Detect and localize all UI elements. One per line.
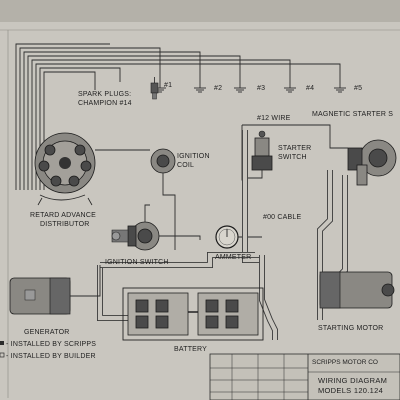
legend-scripps-label: - INSTALLED BY SCRIPPS [6, 341, 96, 348]
magnetic-starter-label: MAGNETIC STARTER S [312, 111, 393, 118]
plug-1-label: #1 [164, 82, 172, 89]
legend: - INSTALLED BY SCRIPPS - INSTALLED BY BU… [0, 341, 96, 360]
ammeter-label: AMMETER [215, 254, 251, 261]
plug-2-label: #2 [214, 85, 222, 92]
ground-symbols [154, 82, 346, 93]
starter-switch-icon [245, 130, 273, 179]
plug-4-label: #4 [306, 85, 314, 92]
spark-plugs-label: SPARK PLUGS: [78, 91, 131, 98]
ignition-coil-label-2: COIL [177, 162, 194, 169]
ignition-switch-label: IGNITION SWITCH [105, 259, 169, 266]
ignition-coil-label-1: IGNITION [177, 153, 210, 160]
cable-00-label: #00 CABLE [263, 214, 302, 221]
spark-plug-icon [150, 77, 159, 100]
legend-builder-label: - INSTALLED BY BUILDER [6, 353, 96, 360]
plug-3-label: #3 [257, 85, 265, 92]
wire-12-label: #12 WIRE [257, 115, 291, 122]
ignition-switch-icon [111, 204, 201, 251]
distributor-label-2: DISTRIBUTOR [40, 221, 90, 228]
spark-plug-leads [15, 43, 341, 190]
ignition-coil-icon [95, 148, 176, 250]
battery-label: BATTERY [174, 346, 207, 353]
starting-motor-label: STARTING MOTOR [318, 325, 383, 332]
distributor-icon [34, 132, 96, 206]
plug-5-label: #5 [354, 85, 362, 92]
distributor-label-1: RETARD ADVANCE [30, 212, 96, 219]
heavy-cables [97, 130, 348, 340]
title-block: SCRIPPS MOTOR CO WIRING DIAGRAM MODELS 1… [209, 353, 400, 400]
battery-icon [122, 287, 264, 341]
generator-label: GENERATOR [24, 329, 70, 336]
title-block-title: WIRING DIAGRAM [318, 376, 387, 385]
starting-motor-icon [319, 271, 395, 309]
title-block-company: SCRIPPS MOTOR CO [312, 359, 378, 366]
title-block-models: MODELS 120.124 [318, 386, 383, 395]
magnetic-starter-switch-icon [347, 139, 397, 186]
generator-icon [9, 265, 101, 315]
starter-switch-label-2: SWITCH [278, 154, 307, 161]
starter-switch-label-1: STARTER [278, 145, 311, 152]
champion-label: CHAMPION #14 [78, 100, 132, 107]
